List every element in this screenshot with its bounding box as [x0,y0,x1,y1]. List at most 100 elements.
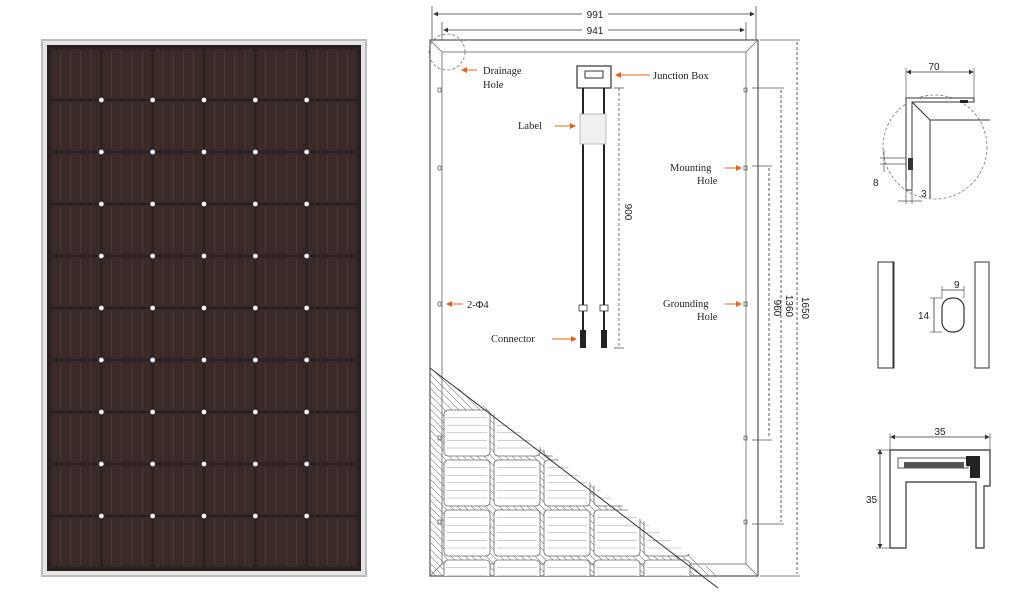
drainage-hole-label-1: Drainage [483,66,522,77]
solar-cell [205,49,255,99]
connector-label: Connector [491,334,535,345]
solar-cell [307,49,357,99]
solar-cell [153,205,203,255]
solar-cell [153,309,203,359]
solar-cell [256,517,306,567]
solar-cell [205,257,255,307]
mount-span-inner-label: 960 [771,300,782,317]
solar-cell [256,153,306,203]
label-callout: Label [518,121,542,132]
two-phi4-label: 2-Φ4 [467,300,489,311]
solar-cell [256,413,306,463]
solar-cell [307,205,357,255]
grounding-hole-label-2: Hole [697,312,718,323]
hole-height-label: 14 [918,311,930,322]
junction-box-assembly: 900 [576,65,633,349]
drainage-hole-highlight [428,33,466,71]
solar-cell [307,101,357,151]
profile-height-label: 35 [866,495,878,506]
junction-box-label: Junction Box [653,71,709,82]
dimension-941: 941 [441,22,747,44]
solar-cell [256,49,306,99]
solar-cell [256,465,306,515]
hole-width-label: 9 [954,280,960,291]
front-panel [41,39,367,577]
drainage-hole-label-2: Hole [483,80,504,91]
cell-busbar-dots [98,97,310,519]
mounting-hole-label-1: Mounting [670,163,712,174]
slot-hole [941,297,965,333]
solar-cell [153,49,203,99]
solar-cell [205,413,255,463]
detail-hole: 9 14 [877,261,990,369]
corner-hole-dia-label: 3 [921,189,927,200]
solar-cell [102,465,152,515]
profile-width-label: 35 [934,427,946,438]
solar-cell [51,205,101,255]
frame-holes [437,87,748,525]
solar-cell [256,361,306,411]
solar-cell [256,257,306,307]
corner-hole-offset-label: 8 [873,178,879,189]
solar-cell [307,153,357,203]
solar-cell [102,49,152,99]
solar-cell [102,101,152,151]
inner-width-label: 941 [587,26,604,37]
solar-cell [153,465,203,515]
dimension-991: 991 [431,6,757,40]
solar-cell [51,49,101,99]
solar-cell [256,205,306,255]
solar-cell [307,413,357,463]
solar-cell [256,101,306,151]
solar-cell [51,101,101,151]
solar-cell [205,517,255,567]
solar-cell [256,309,306,359]
mount-span-outer-label: 1360 [783,295,794,318]
solar-cell [102,413,152,463]
solar-cell [51,413,101,463]
solar-cell [205,101,255,151]
solar-cell [153,257,203,307]
detail-profile: 35 35 [866,427,991,549]
solar-cell [51,257,101,307]
solar-cell [153,153,203,203]
connector [580,330,586,348]
solar-cell [51,465,101,515]
solar-cell [307,257,357,307]
solar-cell [153,517,203,567]
solar-cell [205,153,255,203]
solar-cell [205,205,255,255]
solar-cell [153,101,203,151]
solar-cell [307,309,357,359]
callouts: Drainage Hole Junction Box Label Mountin… [446,66,742,345]
label-plate [579,113,607,145]
cable-length-label: 900 [622,204,633,221]
solar-cell [205,465,255,515]
solar-cell-grid [51,49,357,567]
solar-cell [153,413,203,463]
solar-cell [102,153,152,203]
solar-cell [51,361,101,411]
solar-cell [307,517,357,567]
mounting-hole-label-2: Hole [697,176,718,187]
solar-cell [51,517,101,567]
height-dimensions: 1650 1360 960 [752,39,810,577]
solar-cell [102,361,152,411]
solar-cell [102,309,152,359]
back-view: 991 941 [428,6,810,589]
solar-cell [307,465,357,515]
solar-cell [307,361,357,411]
solar-cell [102,517,152,567]
solar-cell [102,257,152,307]
overall-height-label: 1650 [799,297,810,320]
overall-width-label: 991 [587,10,604,21]
corner-width-label: 70 [928,62,940,73]
grounding-hole-label-1: Grounding [663,299,709,310]
solar-cell [51,309,101,359]
solar-cell [205,309,255,359]
solar-cell [102,205,152,255]
detail-corner: 70 8 3 [873,62,990,204]
solar-cell [51,153,101,203]
